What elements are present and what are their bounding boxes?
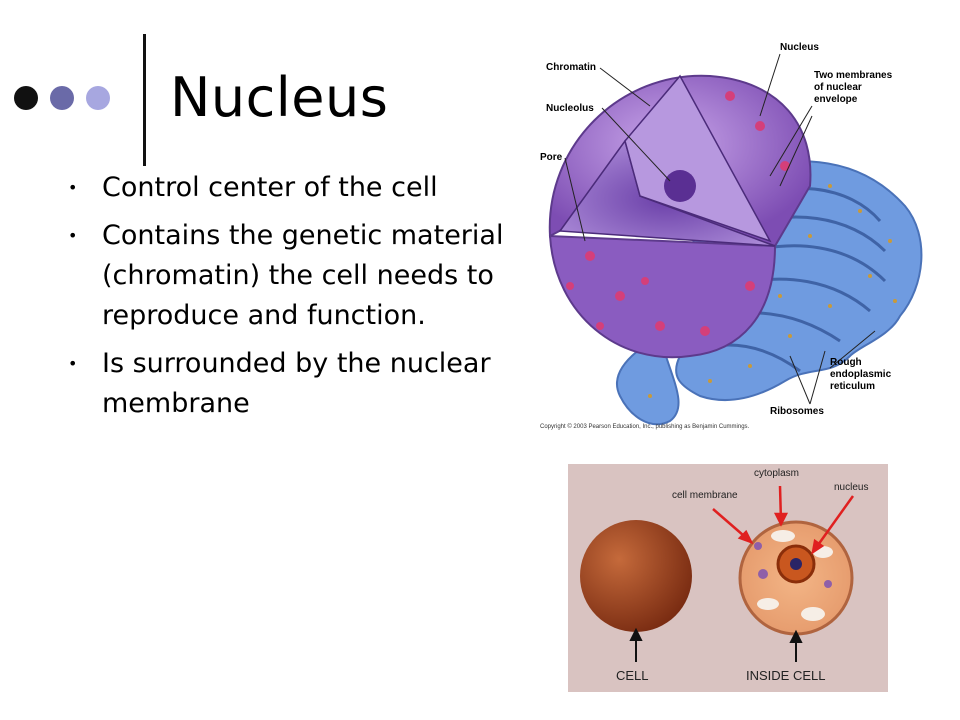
title-decoration-dots	[14, 86, 110, 110]
bullet-text: Is surrounded by the nuclear membrane	[102, 348, 491, 419]
nuclear-pores	[566, 91, 790, 336]
label-nucleus: Nucleus	[780, 42, 819, 53]
slide-title: Nucleus	[170, 66, 389, 129]
label-inside-cell: INSIDE CELL	[746, 668, 825, 683]
label-cytoplasm: cytoplasm	[754, 468, 799, 479]
dot-light	[86, 86, 110, 110]
bullet-icon: •	[68, 354, 78, 373]
label-leaders	[564, 53, 876, 405]
nucleus-lower-shell	[548, 234, 777, 359]
black-arrows	[629, 627, 803, 662]
ribosome-dots	[648, 184, 897, 398]
bullet-item: • Contains the genetic material (chromati…	[68, 216, 528, 336]
bullet-icon: •	[68, 178, 78, 197]
label-membranes-3: envelope	[814, 94, 858, 105]
label-rough-er-3: reticulum	[830, 381, 875, 392]
label-ribosomes: Ribosomes	[770, 406, 824, 417]
title-divider	[143, 34, 146, 166]
whole-cell	[580, 520, 692, 632]
label-nucleolus: Nucleolus	[546, 103, 594, 114]
label-nucleus-small: nucleus	[834, 482, 868, 493]
bullet-list: • Control center of the cell • Contains th…	[68, 168, 528, 432]
red-arrows	[712, 485, 855, 555]
bullet-text: Control center of the cell	[102, 172, 438, 203]
label-rough-er-1: Rough	[830, 357, 862, 368]
bullet-text: Contains the genetic material (chromatin…	[102, 220, 504, 331]
cytoplasm-blobs	[757, 530, 833, 621]
nucleolus-shape	[664, 170, 696, 202]
label-cell-membrane: cell membrane	[672, 490, 738, 501]
dot-mid	[50, 86, 74, 110]
bullet-item: • Is surrounded by the nuclear membrane	[68, 344, 528, 424]
dot-dark	[14, 86, 38, 110]
bullet-icon: •	[68, 226, 78, 245]
cell-diagram: cytoplasm cell membrane nucleus CELL INS…	[568, 464, 888, 692]
copyright-note: Copyright © 2003 Pearson Education, Inc.…	[540, 423, 750, 430]
bullet-item: • Control center of the cell	[68, 168, 528, 208]
label-membranes-2: of nuclear	[814, 82, 862, 93]
label-chromatin: Chromatin	[546, 62, 596, 73]
label-cell: CELL	[616, 668, 649, 683]
nucleus-diagram: Nucleus Two membranes of nuclear envelop…	[540, 42, 923, 430]
label-rough-er-2: endoplasmic	[830, 369, 892, 380]
organelles	[754, 542, 832, 588]
nucleolus-dot	[790, 558, 802, 570]
label-membranes-1: Two membranes	[814, 70, 893, 81]
label-pore: Pore	[540, 152, 563, 163]
